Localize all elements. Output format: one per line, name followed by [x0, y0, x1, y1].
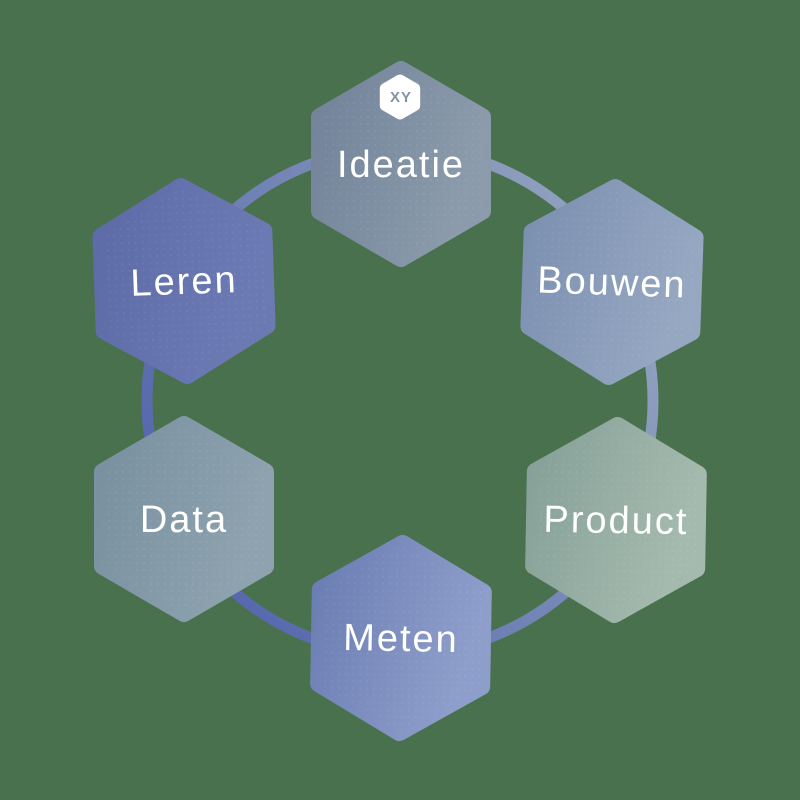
xy-logo-badge: XY — [379, 74, 421, 120]
xy-badge-hexagon-icon — [379, 74, 421, 120]
hexagon-ideatie: Ideatie — [311, 61, 491, 267]
hexagon-texture — [103, 425, 265, 613]
hexagon-label-ideatie: Ideatie — [337, 144, 465, 186]
hexagon-texture — [529, 188, 695, 376]
hexagon-leren: Leren — [92, 178, 276, 384]
hexagon-label-meten: Meten — [343, 617, 459, 661]
hexagon-bouwen: Bouwen — [520, 179, 704, 385]
hexagon-texture — [319, 544, 483, 732]
hexagon-texture — [534, 426, 698, 614]
hexagon-texture — [320, 70, 482, 258]
hexagon-data: Data — [94, 416, 274, 622]
xy-badge-label: XY — [390, 89, 412, 106]
hexagon-label-product: Product — [543, 499, 689, 544]
hexagon-meten: Meten — [310, 535, 492, 741]
hexagon-label-leren: Leren — [130, 259, 239, 305]
hexagon-texture — [101, 187, 267, 375]
hexagon-label-data: Data — [140, 499, 228, 541]
hexagon-product: Product — [525, 417, 707, 623]
hexagon-label-bouwen: Bouwen — [537, 259, 688, 306]
